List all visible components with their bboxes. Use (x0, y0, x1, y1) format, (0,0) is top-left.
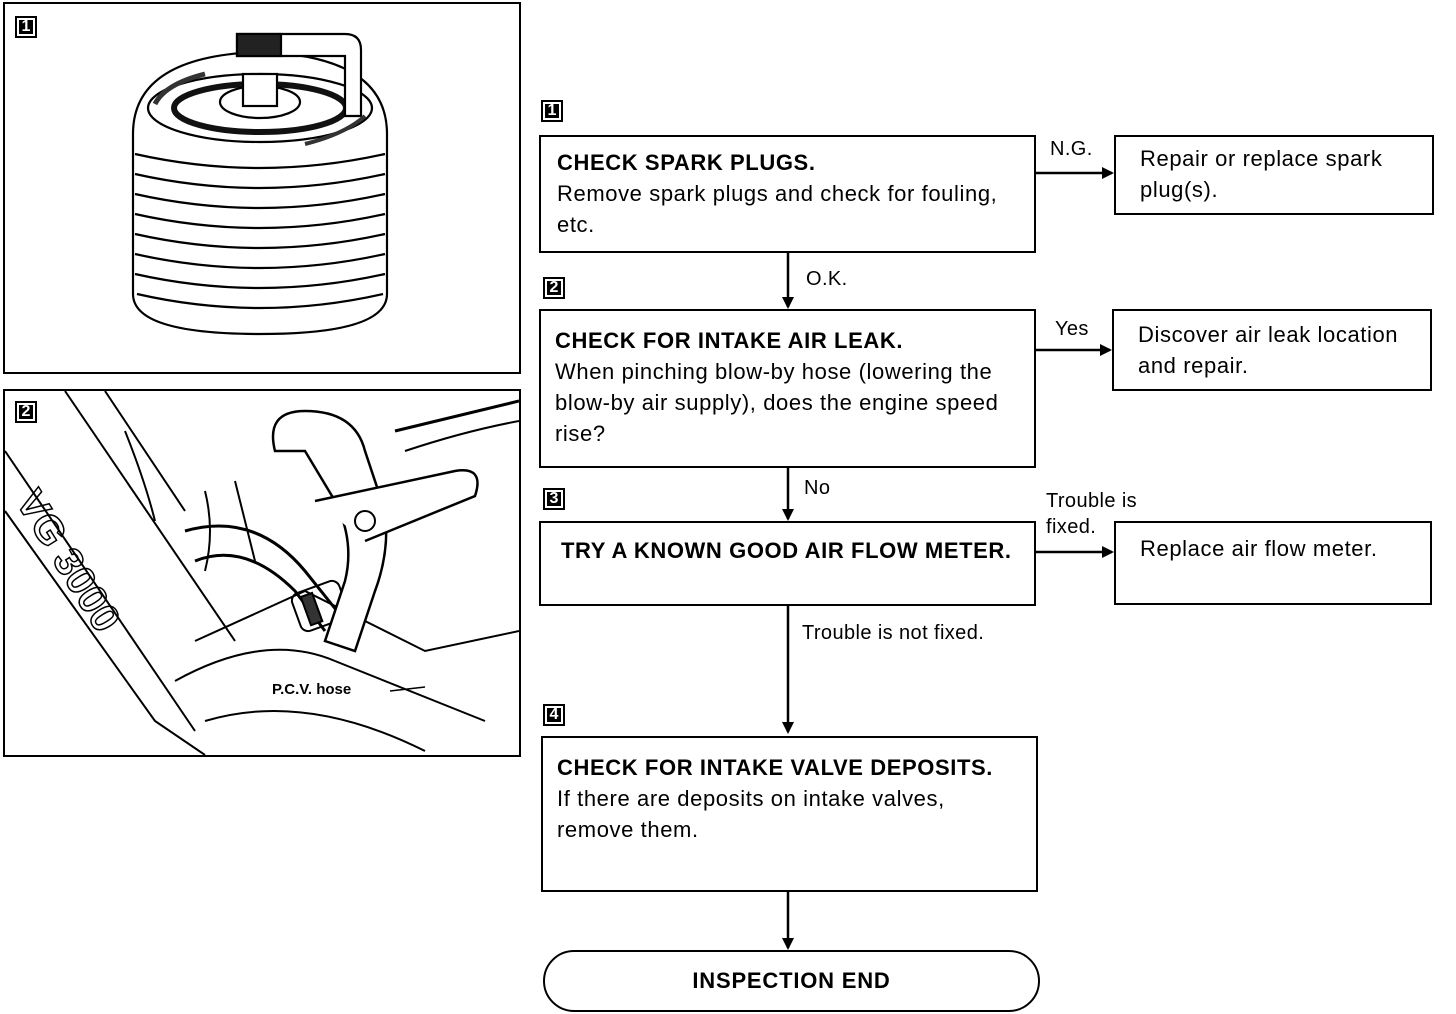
step-2-box: CHECK FOR INTAKE AIR LEAK. When pinching… (539, 309, 1036, 468)
yes-result-text: Discover air leak location and repair. (1138, 322, 1399, 378)
yes-result-box: Discover air leak location and repair. (1112, 309, 1432, 391)
yes-label: Yes (1055, 318, 1089, 340)
engine-pliers-illustration: VG 3000 (5, 391, 519, 755)
step-3-badge: 3 (543, 488, 565, 510)
inspection-end-label: INSPECTION END (692, 968, 891, 993)
step-4-box: CHECK FOR INTAKE VALVE DEPOSITS. If ther… (541, 736, 1038, 892)
step-2-badge: 2 (543, 277, 565, 299)
inspection-end-terminal: INSPECTION END (543, 950, 1040, 1012)
fixed-result-box: Replace air flow meter. (1114, 521, 1432, 605)
fixed-result-text: Replace air flow meter. (1140, 536, 1378, 561)
step-1-title: CHECK SPARK PLUGS. (557, 150, 816, 175)
figure-spark-plug: 1 (3, 2, 521, 374)
pcv-hose-label: P.C.V. hose (270, 681, 354, 698)
step-2-title: CHECK FOR INTAKE AIR LEAK. (555, 328, 904, 353)
step-3-title: TRY A KNOWN GOOD AIR FLOW METER. (561, 538, 1012, 563)
spark-plug-illustration (131, 32, 389, 336)
step-2-body: When pinching blow-by hose (lowering the… (555, 359, 999, 446)
figure-1-badge: 1 (15, 16, 37, 38)
not-fixed-label: Trouble is not fixed. (802, 622, 985, 644)
fixed-label: Trouble is fixed. (1046, 490, 1138, 538)
step-1-box: CHECK SPARK PLUGS. Remove spark plugs an… (539, 135, 1036, 253)
ok-label: O.K. (806, 268, 848, 290)
step-1-body: Remove spark plugs and check for fouling… (557, 181, 998, 237)
step-1-badge: 1 (541, 100, 563, 122)
no-label: No (804, 477, 831, 499)
step-4-title: CHECK FOR INTAKE VALVE DEPOSITS. (557, 755, 994, 780)
step-3-box: TRY A KNOWN GOOD AIR FLOW METER. (539, 521, 1036, 606)
step-4-body: If there are deposits on intake valves, … (557, 786, 945, 842)
ng-label: N.G. (1050, 138, 1093, 160)
figure-pcv-hose: 2 V (3, 389, 521, 757)
step-4-badge: 4 (543, 704, 565, 726)
ng-result-box: Repair or replace spark plug(s). (1114, 135, 1434, 215)
ng-result-text: Repair or replace spark plug(s). (1140, 146, 1383, 202)
figure-2-badge: 2 (15, 401, 37, 423)
